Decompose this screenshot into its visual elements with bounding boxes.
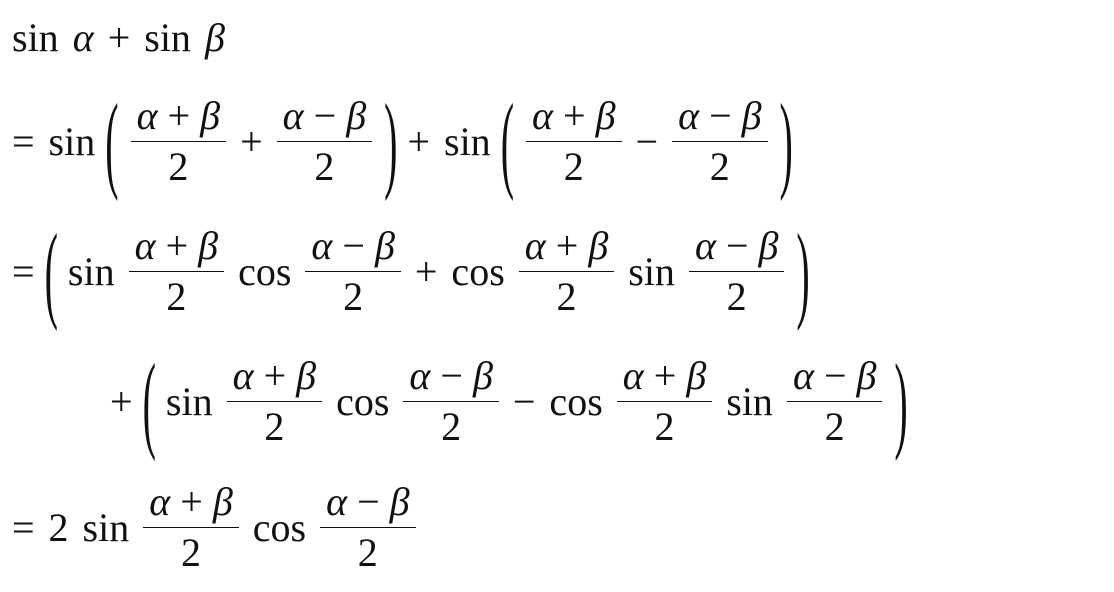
denominator: 2 — [343, 273, 364, 319]
denominator: 2 — [357, 529, 378, 575]
parenthesis: ) — [384, 80, 398, 202]
denominator: 2 — [441, 403, 462, 449]
math-text: + cos — [414, 248, 505, 294]
denominator: 2 — [726, 273, 747, 319]
numerator: α + β — [128, 224, 225, 272]
denominator: 2 — [709, 143, 730, 189]
denominator: 2 — [264, 403, 285, 449]
numerator: α + β — [526, 94, 622, 142]
parenthesis: ( — [500, 80, 515, 202]
parenthesis: ) — [894, 340, 908, 462]
math-text: = sin — [12, 118, 96, 164]
math-text: − cos — [512, 378, 603, 424]
parenthesis: ) — [779, 80, 793, 202]
math-text: sin — [165, 378, 213, 424]
denominator: 2 — [314, 143, 335, 189]
denominator: 2 — [556, 273, 577, 319]
denominator: 2 — [824, 403, 845, 449]
math-text: − — [635, 118, 659, 164]
math-text: sin — [67, 248, 115, 294]
math-text: + sin — [407, 118, 491, 164]
math-text: cos — [336, 378, 390, 424]
equation-line-1: sin α + sin β — [6, 14, 231, 61]
math-text: + — [110, 378, 133, 424]
parenthesis: ) — [796, 210, 810, 332]
numerator: α − β — [672, 94, 768, 142]
math-text: = — [12, 248, 35, 294]
math-text: = 2 sin — [12, 504, 130, 550]
denominator: 2 — [166, 273, 187, 319]
numerator: α − β — [403, 354, 499, 402]
numerator: α − β — [688, 224, 785, 272]
numerator: α + β — [518, 224, 615, 272]
math-text: sin — [628, 248, 675, 294]
parenthesis: ( — [44, 210, 58, 332]
math-text: sin α + sin β — [12, 15, 225, 60]
math-text: cos — [238, 248, 292, 294]
math-text: cos — [252, 504, 307, 550]
numerator: α + β — [130, 94, 227, 142]
numerator: α + β — [616, 354, 713, 402]
denominator: 2 — [180, 529, 201, 575]
numerator: α + β — [226, 354, 323, 402]
denominator: 2 — [168, 143, 189, 189]
math-text: sin — [726, 378, 773, 424]
numerator: α − β — [305, 224, 401, 272]
parenthesis: ( — [142, 340, 156, 462]
parenthesis: ( — [105, 80, 119, 202]
denominator: 2 — [654, 403, 675, 449]
numerator: α − β — [276, 94, 373, 142]
math-text: + — [240, 118, 263, 164]
denominator: 2 — [563, 143, 584, 189]
numerator: α − β — [786, 354, 883, 402]
numerator: α − β — [320, 480, 416, 528]
numerator: α + β — [143, 480, 239, 528]
